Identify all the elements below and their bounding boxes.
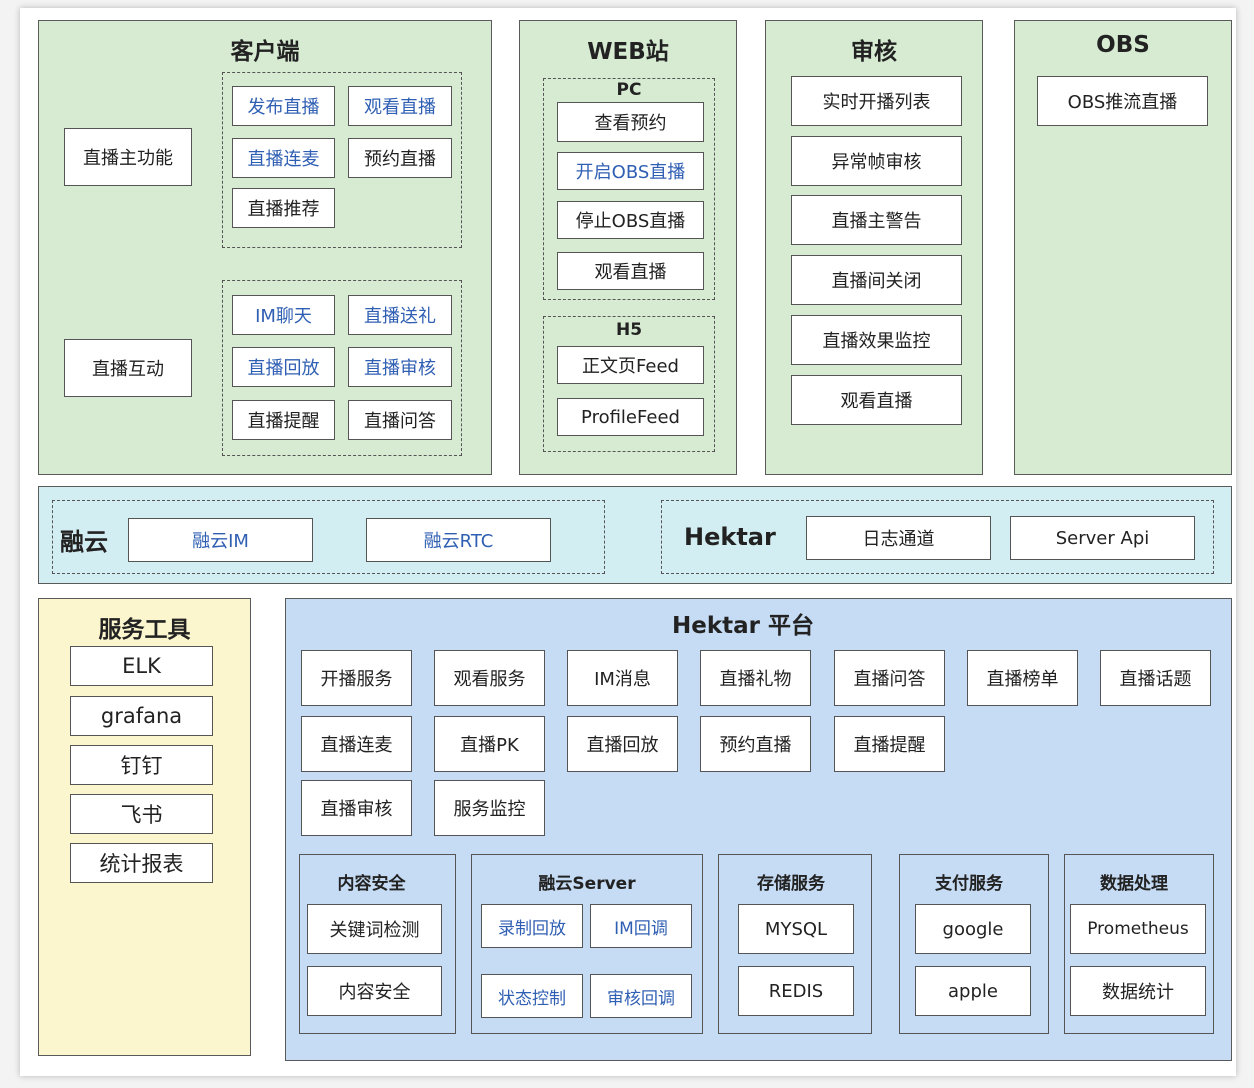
web-pc-item: 查看预约 (557, 102, 704, 142)
platform-service: 直播问答 (834, 650, 945, 706)
web-pc-item: 开启OBS直播 (557, 152, 704, 190)
client-main-item: 观看直播 (348, 86, 452, 126)
platform-service: 服务监控 (434, 780, 545, 836)
web-h5-group (543, 316, 715, 452)
client-interact-label: 直播互动 (64, 339, 192, 397)
audit-item: 观看直播 (791, 375, 962, 425)
client-main-group (222, 72, 462, 248)
audit-title: 审核 (851, 39, 897, 65)
web-pc-label: PC (616, 80, 642, 100)
tools-item: ELK (70, 646, 213, 686)
client-main-item: 直播推荐 (232, 188, 335, 228)
client-main-item: 直播连麦 (232, 138, 335, 178)
hektar-item: 日志通道 (806, 516, 991, 560)
platform-service: 直播PK (434, 716, 545, 772)
web-pc-item: 观看直播 (557, 252, 704, 290)
obs-title: OBS (1096, 32, 1150, 58)
platform-service: 直播提醒 (834, 716, 945, 772)
platform-service: IM消息 (567, 650, 678, 706)
audit-item: 直播间关闭 (791, 255, 962, 305)
tools-item: 钉钉 (70, 745, 213, 785)
platform-service: 开播服务 (301, 650, 412, 706)
platform-group-title: 存储服务 (757, 874, 825, 894)
web-h5-item: 正文页Feed (557, 346, 704, 384)
obs-item: OBS推流直播 (1037, 76, 1208, 126)
platform-group-title: 内容安全 (337, 874, 406, 894)
platform-service: 直播回放 (567, 716, 678, 772)
platform-group-item: 审核回调 (590, 974, 692, 1018)
tools-item: grafana (70, 696, 213, 736)
platform-group-item: 录制回放 (481, 904, 583, 948)
web-title: WEB站 (587, 39, 669, 65)
web-pc-item: 停止OBS直播 (557, 201, 704, 239)
platform-group-item: 内容安全 (307, 966, 442, 1016)
rongyun-item: 融云RTC (366, 518, 551, 562)
client-interact-item: IM聊天 (232, 295, 335, 335)
audit-item: 异常帧审核 (791, 136, 962, 186)
client-main-item: 发布直播 (232, 86, 335, 126)
platform-group-item: MYSQL (738, 904, 854, 954)
rongyun-label: 融云 (60, 528, 108, 556)
rongyun-group (52, 500, 605, 574)
platform-service: 预约直播 (700, 716, 811, 772)
platform-service: 直播审核 (301, 780, 412, 836)
rongyun-item: 融云IM (128, 518, 313, 562)
hektar-group (661, 500, 1214, 574)
client-interact-item: 直播提醒 (232, 400, 335, 440)
platform-group-title: 支付服务 (935, 874, 1003, 894)
client-interact-item: 直播审核 (348, 347, 452, 387)
client-interact-item: 直播送礼 (348, 295, 452, 335)
tools-title: 服务工具 (98, 617, 191, 643)
platform-group-item: 数据统计 (1070, 966, 1206, 1016)
client-interact-item: 直播回放 (232, 347, 335, 387)
client-interact-group (222, 280, 462, 456)
platform-group-item: google (915, 904, 1031, 954)
platform-service: 直播礼物 (700, 650, 811, 706)
hektar-label: Hektar (684, 523, 776, 551)
tools-item: 飞书 (70, 794, 213, 834)
web-h5-item: ProfileFeed (557, 398, 704, 436)
web-pc-group (543, 78, 715, 300)
platform-group-item: apple (915, 966, 1031, 1016)
client-main-label: 直播主功能 (64, 128, 192, 186)
platform-group-item: Prometheus (1070, 904, 1206, 954)
platform-group-item: 关键词检测 (307, 904, 442, 954)
platform-group-title: 融云Server (538, 874, 636, 894)
platform-group-item: REDIS (738, 966, 854, 1016)
platform-service: 直播连麦 (301, 716, 412, 772)
platform-group-item: IM回调 (590, 904, 692, 948)
client-interact-item: 直播问答 (348, 400, 452, 440)
platform-group-item: 状态控制 (481, 974, 583, 1018)
audit-item: 直播效果监控 (791, 315, 962, 365)
client-title: 客户端 (230, 39, 300, 65)
audit-item: 实时开播列表 (791, 76, 962, 126)
audit-item: 直播主警告 (791, 195, 962, 245)
tools-item: 统计报表 (70, 843, 213, 883)
platform-service: 观看服务 (434, 650, 545, 706)
platform-service: 直播话题 (1100, 650, 1211, 706)
platform-service: 直播榜单 (967, 650, 1078, 706)
platform-group-title: 数据处理 (1100, 874, 1168, 894)
platform-title: Hektar 平台 (671, 613, 814, 639)
client-main-item: 预约直播 (348, 138, 452, 178)
web-h5-label: H5 (615, 320, 643, 340)
hektar-item: Server Api (1010, 516, 1195, 560)
architecture-diagram: 客户端 直播主功能 直播互动 发布直播 观看直播 直播连麦 预约直播 直播推荐 … (20, 8, 1236, 1076)
